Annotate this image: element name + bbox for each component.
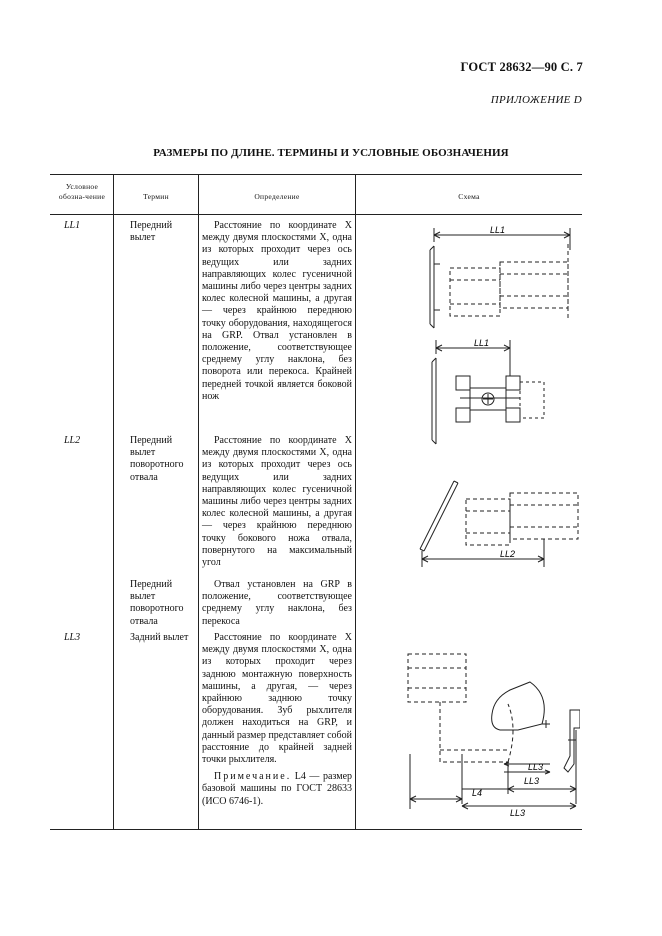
column-divider (355, 174, 356, 830)
dimension-label-ll1: LL1 (490, 225, 505, 235)
note-label: Примечание. (214, 771, 292, 783)
dimension-label-ll2: LL2 (500, 549, 515, 559)
row-term: Задний вылет (130, 632, 189, 643)
table-bottom-rule (50, 829, 582, 830)
schema-ll1-wheeled: LL1 (431, 338, 545, 445)
row-definition: Расстояние по координате X между двумя п… (202, 632, 353, 807)
dimension-label-ll3-lower: LL3 (510, 808, 525, 818)
schema-ll3-ripper: LL3 LL3 L4 LL3 (407, 653, 580, 818)
row-term: Передний вылет поворотного отвала (130, 435, 184, 483)
row-symbol: LL1 (64, 220, 81, 231)
column-divider (198, 174, 199, 830)
terms-table: Условное обозна-чение Термин Определение… (50, 174, 582, 830)
table-header-rule (50, 214, 582, 215)
row-definition: Отвал установлен на GRP в положение, соо… (202, 579, 352, 627)
appendix-label: ПРИЛОЖЕНИЕ D (490, 94, 582, 106)
note-text: L4 — размер базовой машины по ГОСТ 28633… (202, 771, 353, 807)
schema-ll1-crawler: LL1 (429, 225, 571, 329)
row-term: Передний вылет (130, 220, 173, 244)
table-top-rule (50, 174, 582, 175)
schema-ll2-angled-blade: LL2 (419, 480, 579, 567)
column-header-schema: Схема (458, 192, 480, 201)
column-header-symbol: Условное обозна-чение (58, 182, 106, 201)
row-symbol: LL2 (64, 435, 81, 446)
dimension-label-l4: L4 (472, 788, 482, 798)
row-definition: Расстояние по координате X между двумя п… (202, 220, 352, 402)
page-header: ГОСТ 28632—90 С. 7 (460, 60, 583, 74)
dimension-label-ll3: LL3 (524, 776, 539, 786)
row-definition: Расстояние по координате X между двумя п… (202, 435, 352, 569)
dimension-label-ll3-upper: LL3 (528, 762, 543, 772)
row-symbol: LL3 (64, 632, 81, 643)
dimension-label-ll1-wheeled: LL1 (474, 338, 489, 348)
page-title: РАЗМЕРЫ ПО ДЛИНЕ. ТЕРМИНЫ И УСЛОВНЫЕ ОБО… (153, 147, 509, 159)
column-divider (113, 174, 114, 830)
column-header-term: Термин (143, 192, 169, 201)
row-term: Передний вылет поворотного отвала (130, 579, 184, 627)
column-header-definition: Определение (254, 192, 300, 201)
